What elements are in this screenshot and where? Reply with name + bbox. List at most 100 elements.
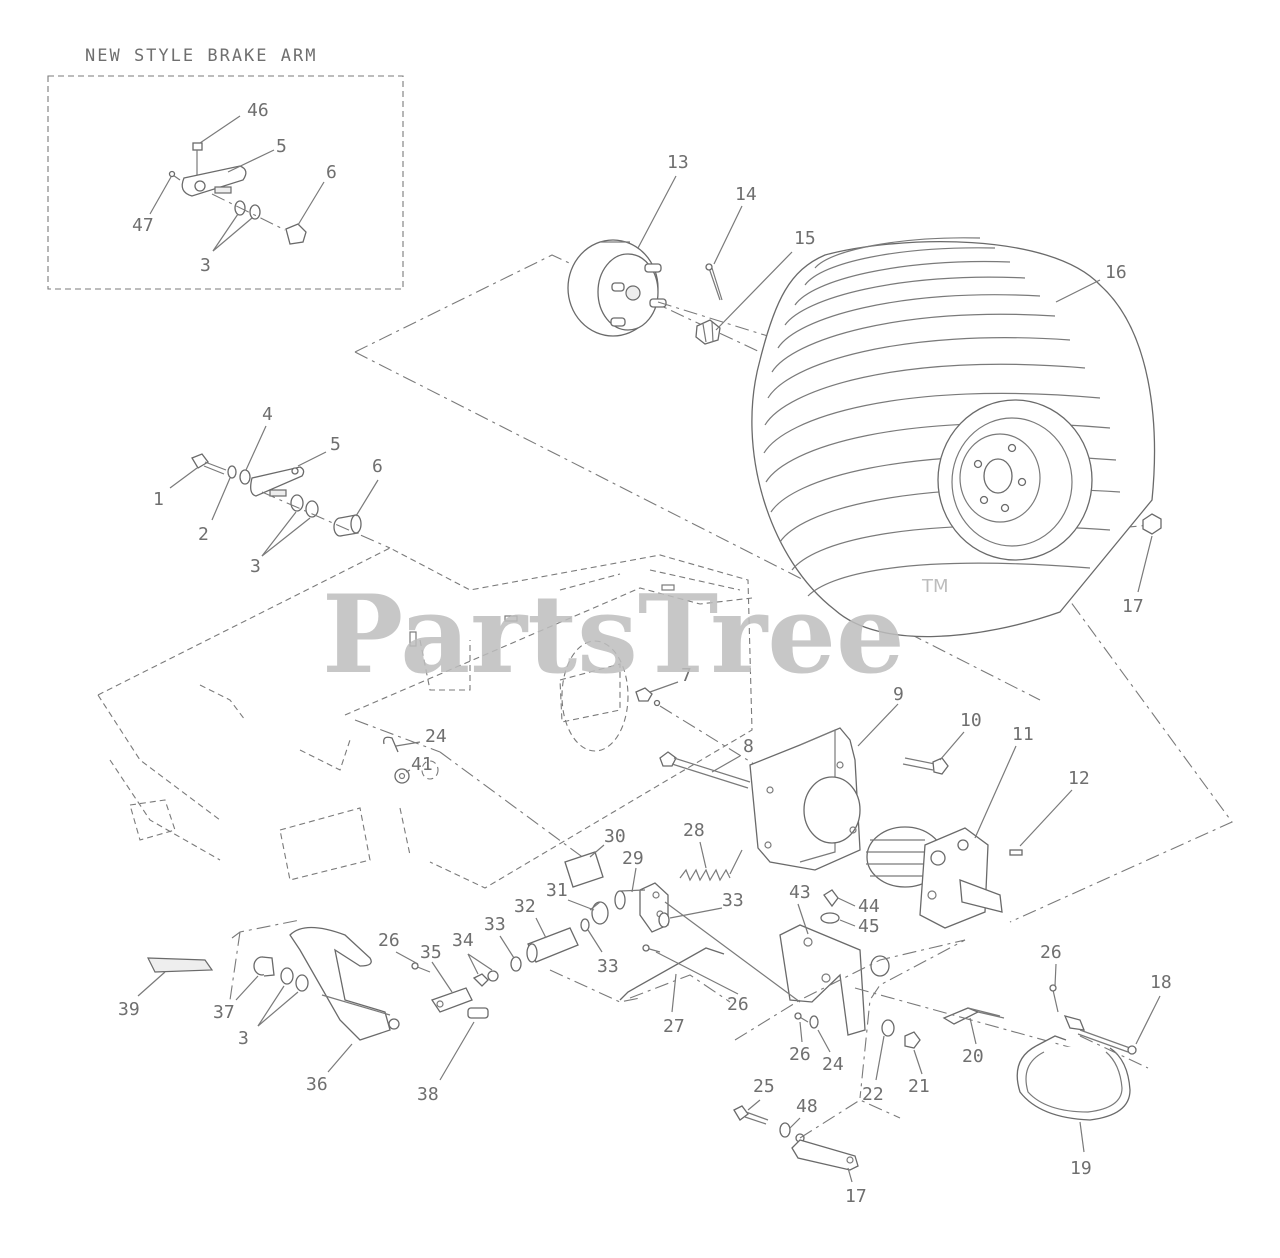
callout-27: 27 xyxy=(663,1016,685,1037)
washers-3-pedal xyxy=(280,967,309,992)
callout-45: 45 xyxy=(858,916,880,937)
cotter-26-mid xyxy=(642,944,661,953)
pin-36 xyxy=(467,1007,489,1019)
bolt-10 xyxy=(902,757,949,775)
callout-14: 14 xyxy=(735,184,757,205)
inset-bushing-6 xyxy=(285,223,307,245)
bushing-31 xyxy=(589,901,609,925)
callout-21: 20 xyxy=(962,1046,984,1067)
callout-13: 13 xyxy=(667,152,689,173)
inset-bolt-46 xyxy=(192,142,203,175)
callout-3-pedal: 3 xyxy=(238,1028,249,1049)
bolt-25 xyxy=(733,1105,769,1125)
cotter-26-right xyxy=(1049,984,1086,1031)
washers-33 xyxy=(510,912,670,972)
bushing-38 xyxy=(253,956,275,977)
callout-35: 35 xyxy=(420,942,442,963)
callout-28: 28 xyxy=(683,820,705,841)
spacer-21 xyxy=(942,1007,1005,1025)
callout-30: 30 xyxy=(604,826,626,847)
tire-wheel xyxy=(751,237,1156,638)
callout-16: 16 xyxy=(1105,262,1127,283)
callout-1: 1 xyxy=(153,489,164,510)
cotter-pin-14 xyxy=(705,263,723,301)
callout-32: 32 xyxy=(514,896,536,917)
callout-22: 21 xyxy=(908,1076,930,1097)
watermark-trademark: TM xyxy=(921,576,949,597)
bolt-8 xyxy=(659,751,751,789)
callout-33-mid: 33 xyxy=(597,956,619,977)
motor-bracket-9 xyxy=(749,727,861,871)
callout-12: 12 xyxy=(1068,768,1090,789)
cotter-26-lower xyxy=(794,1012,809,1023)
callout-29: 29 xyxy=(622,848,644,869)
inset-washers-3 xyxy=(234,200,261,220)
link-20 xyxy=(791,1139,859,1171)
axis-plane-outline xyxy=(354,254,1233,923)
frame-chassis xyxy=(97,547,753,889)
nuts-34 xyxy=(472,970,499,987)
bushing-6 xyxy=(333,514,362,537)
callout-19: 19 xyxy=(1070,1158,1092,1179)
callout-26-mid: 26 xyxy=(727,994,749,1015)
callout-44: 44 xyxy=(858,896,880,917)
clip-24-upper xyxy=(383,736,399,753)
callout-48: 48 xyxy=(796,1096,818,1117)
inset-box: NEW STYLE BRAKE ARM 46 5 xyxy=(47,46,404,290)
callout-5-inset: 5 xyxy=(276,136,287,157)
cotter-26-left xyxy=(411,962,431,973)
callout-15: 15 xyxy=(794,228,816,249)
callout-43: 43 xyxy=(789,882,811,903)
callout-26-right: 26 xyxy=(1040,942,1062,963)
callout-33-right: 33 xyxy=(722,890,744,911)
callout-41: 41 xyxy=(411,754,433,775)
callout-20: 17 xyxy=(845,1186,867,1207)
bolt-1 xyxy=(191,453,227,475)
pin-18 xyxy=(1077,1029,1137,1055)
washer-45 xyxy=(820,912,840,924)
brake-pedal-37 xyxy=(289,926,400,1041)
callout-4: 4 xyxy=(262,404,273,425)
callout-24-upper: 24 xyxy=(425,726,447,747)
brake-lever-43 xyxy=(779,924,890,1036)
callout-26-left: 26 xyxy=(378,930,400,951)
callout-37: 36 xyxy=(306,1074,328,1095)
washer-4 xyxy=(239,469,251,485)
brake-band-19 xyxy=(1016,1035,1131,1121)
callout-3-inset: 3 xyxy=(200,255,211,276)
key-12 xyxy=(1009,849,1023,856)
callout-47: 47 xyxy=(132,215,154,236)
pad-39 xyxy=(147,957,214,973)
callout-2: 2 xyxy=(198,524,209,545)
callout-8: 8 xyxy=(743,736,754,757)
callout-38: 37 xyxy=(213,1002,235,1023)
callout-23: 22 xyxy=(862,1084,884,1105)
callout-25: 25 xyxy=(753,1076,775,1097)
callout-34: 34 xyxy=(452,930,474,951)
callout-10: 10 xyxy=(960,710,982,731)
callout-31: 31 xyxy=(546,880,568,901)
spring-28 xyxy=(679,849,743,882)
callout-26-lower: 26 xyxy=(789,1044,811,1065)
brake-drum-hub xyxy=(567,239,667,337)
lug-nut-17 xyxy=(1142,513,1162,535)
washer-41 xyxy=(394,768,410,784)
callout-7: 7 xyxy=(681,665,692,686)
washer-23 xyxy=(881,1019,895,1037)
inset-brake-arm-5 xyxy=(181,165,247,197)
callout-9: 9 xyxy=(893,684,904,705)
watermark: PartsTree xyxy=(322,572,905,698)
callout-33-left: 33 xyxy=(484,914,506,935)
callout-11: 11 xyxy=(1012,724,1034,745)
nut-7 xyxy=(635,687,661,707)
callout-5: 5 xyxy=(330,434,341,455)
washers-3-left xyxy=(290,494,319,518)
hydraulic-motor-11 xyxy=(866,826,1003,929)
clevis-35 xyxy=(430,987,473,1013)
inset-pin-47 xyxy=(168,170,181,181)
brake-arm-5 xyxy=(250,466,305,497)
callout-24-lower: 24 xyxy=(822,1054,844,1075)
grease-fitting-44 xyxy=(823,889,839,908)
